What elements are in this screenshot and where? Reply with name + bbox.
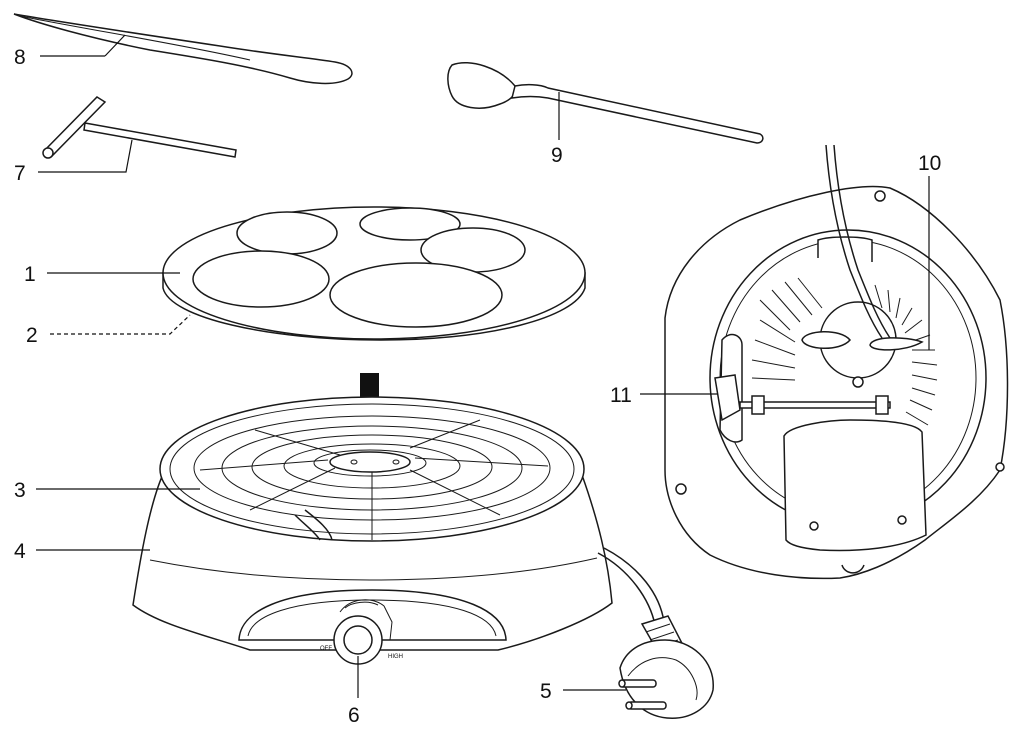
heating-plate (159, 396, 585, 542)
plate-cavity (192, 250, 330, 308)
bottom-view (664, 144, 1009, 580)
callout-9: 9 (551, 144, 563, 167)
callout-6: 6 (348, 704, 360, 727)
callout-4: 4 (14, 540, 26, 563)
dial-high-label: HIGH (388, 654, 403, 660)
spatula (13, 13, 353, 85)
callout-labels: 8 7 1 2 3 4 5 6 9 10 11 (14, 46, 941, 727)
callout-1: 1 (24, 263, 36, 286)
control-panel (238, 589, 507, 641)
plate-cavity (236, 211, 338, 255)
callout-2: 2 (26, 324, 38, 347)
dial-off-label: OFF (320, 646, 332, 652)
plate-cavity (329, 262, 503, 328)
callout-7: 7 (14, 162, 26, 185)
callout-11: 11 (610, 384, 632, 407)
temperature-knob[interactable]: OFF HIGH (320, 599, 403, 665)
callout-5: 5 (540, 680, 552, 703)
power-plug (597, 547, 714, 719)
callout-10: 10 (918, 152, 941, 175)
batter-spreader (42, 96, 237, 159)
callout-8: 8 (14, 46, 26, 69)
plate-cavity (359, 207, 461, 241)
callout-leaders (36, 34, 930, 698)
ladle (447, 62, 764, 144)
callout-3: 3 (14, 479, 26, 502)
crepe-plate (162, 206, 586, 341)
